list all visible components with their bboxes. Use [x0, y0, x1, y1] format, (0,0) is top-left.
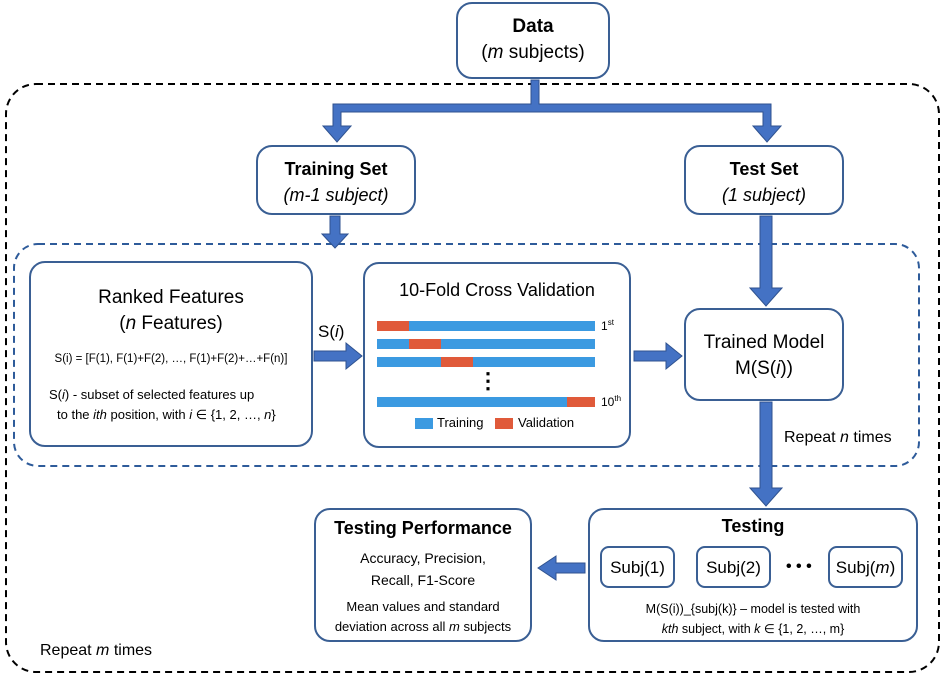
s-arrow [313, 341, 363, 371]
cv-validation-segment [441, 357, 473, 367]
performance-title: Testing Performance [334, 518, 512, 538]
subj-2-label: Subj(2) [706, 558, 761, 577]
data-subtitle: (m subjects) [481, 42, 585, 63]
testing-left-arrow [537, 555, 586, 581]
cv-title: 10-Fold Cross Validation [399, 280, 595, 300]
cv-last-label: 10th [601, 394, 622, 409]
cv-fold-bar-2 [377, 339, 595, 349]
subj-1-label: Subj(1) [610, 558, 665, 577]
subj-m-box: Subj(m) [828, 546, 903, 588]
cv-fold-bar-3 [377, 357, 595, 367]
test-set-subtitle: (1 subject) [721, 185, 807, 205]
performance-desc-1: Mean values and standard [346, 599, 500, 614]
trained-model-box: Trained Model M(S(i)) [684, 308, 844, 401]
testing-performance-box: Testing Performance Accuracy, Precision,… [314, 508, 532, 642]
testing-title: Testing [721, 516, 785, 536]
cv-validation-segment [377, 321, 409, 331]
ranked-subtitle: (n Features) [119, 313, 223, 334]
ranked-desc-line2: to the ith position, with i ∈ {1, 2, …, … [57, 407, 276, 422]
performance-metrics-1: Accuracy, Precision, [360, 550, 486, 566]
cv-validation-segment [409, 339, 441, 349]
training-set-title: Training Set [284, 159, 388, 179]
legend-validation-label: Validation [518, 415, 575, 430]
cv-fold-bar-1 [377, 321, 595, 331]
testing-box: Testing Subj(1) Subj(2) • • • Subj(m) M(… [588, 508, 918, 642]
cv-validation-segment [567, 397, 595, 407]
repeat-n-label: Repeat n times [784, 429, 892, 446]
outer-dashed-region [5, 83, 940, 673]
cv-fold-bar-10 [377, 397, 595, 407]
training-down-arrow [320, 215, 350, 249]
test-set-box: Test Set (1 subject) [684, 145, 844, 215]
data-title: Data [512, 16, 554, 37]
ranked-title: Ranked Features [98, 287, 244, 308]
test-set-title: Test Set [729, 159, 799, 179]
legend-validation-swatch [495, 418, 513, 429]
split-arrow [321, 79, 783, 143]
cv-arrow [633, 341, 683, 371]
subj-m-label: Subj(m) [835, 558, 896, 577]
test-down-arrow [748, 215, 784, 307]
data-box: Data (m subjects) [456, 2, 610, 79]
ranked-features-box: Ranked Features (n Features) S(i) = [F(1… [29, 261, 313, 447]
legend-training-label: Training [437, 415, 484, 430]
ranked-desc-line1: S(i) - subset of selected features up [49, 387, 255, 402]
training-set-box: Training Set (m-1 subject) [256, 145, 416, 215]
testing-desc-2: kth subject, with k ∈ {1, 2, …, m} [661, 622, 845, 636]
cv-box: 10-Fold Cross Validation ⋮ 1st 10th Trai… [363, 262, 631, 448]
repeat-m-label: Repeat m times [40, 642, 153, 659]
ranked-formula: S(i) = [F(1), F(1)+F(2), …, F(1)+F(2)+…+… [54, 353, 288, 365]
subj-2-box: Subj(2) [696, 546, 771, 588]
training-set-subtitle: (m-1 subject) [283, 185, 389, 205]
model-down-arrow [748, 401, 784, 507]
performance-metrics-2: Recall, F1-Score [370, 572, 476, 588]
testing-desc-1: M(S(i))_{subj(k)} – model is tested with [645, 602, 861, 616]
legend-training-swatch [415, 418, 433, 429]
trained-model-sub: M(S(i)) [734, 358, 794, 379]
cv-dots: ⋮ [477, 368, 499, 393]
s-label: S(i) [318, 322, 345, 341]
subj-1-box: Subj(1) [600, 546, 675, 588]
trained-model-title: Trained Model [703, 332, 825, 353]
cv-first-label: 1st [601, 318, 614, 333]
subj-dots: • • • [786, 558, 812, 575]
performance-desc-2: deviation across all m subjects [334, 619, 512, 634]
